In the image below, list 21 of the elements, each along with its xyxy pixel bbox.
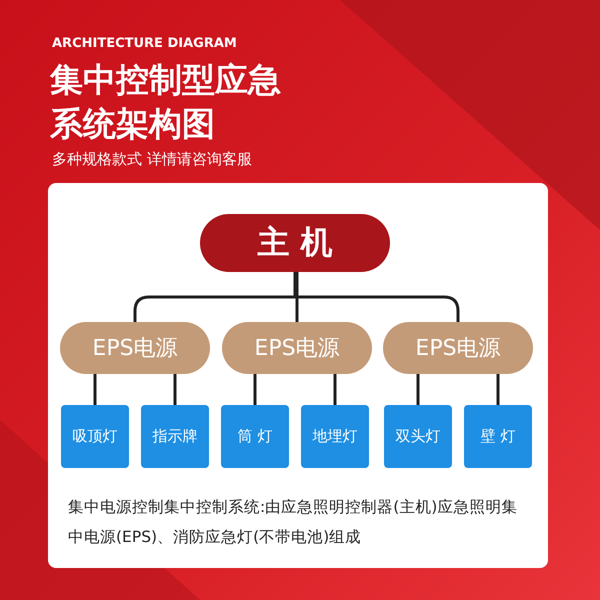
lamp-box: 地埋灯 (301, 405, 369, 468)
lamp-box: 指示牌 (141, 405, 209, 468)
caption-text: 集中电源控制集中控制系统:由应急照明控制器(主机)应急照明集中电源(EPS)、消防应急灯(不带电池)组成 (68, 497, 518, 548)
connector-line (174, 374, 176, 405)
power-supply-pill: EPS电源 (222, 322, 372, 374)
power-supply-pill: EPS电源 (383, 322, 533, 374)
power-supply-pill: EPS电源 (60, 322, 210, 374)
eyebrow-text: ARCHITECTURE DIAGRAM (52, 36, 237, 51)
host-pill: 主 机 (200, 214, 390, 272)
connector-line (416, 374, 420, 405)
lamp-box: 双头灯 (384, 405, 452, 468)
connector-line (496, 374, 500, 405)
lamp-box: 筒 灯 (221, 405, 289, 468)
lamp-box: 壁 灯 (464, 405, 532, 468)
connector-line (254, 374, 256, 405)
connector-line (94, 374, 96, 405)
lamp-box: 吸顶灯 (61, 405, 129, 468)
subtitle: 多种规格款式 详情请咨询客服 (52, 150, 252, 169)
connector-line (296, 272, 298, 322)
connector-line (334, 374, 336, 405)
title: 集中控制型应急系统架构图 (50, 59, 282, 145)
